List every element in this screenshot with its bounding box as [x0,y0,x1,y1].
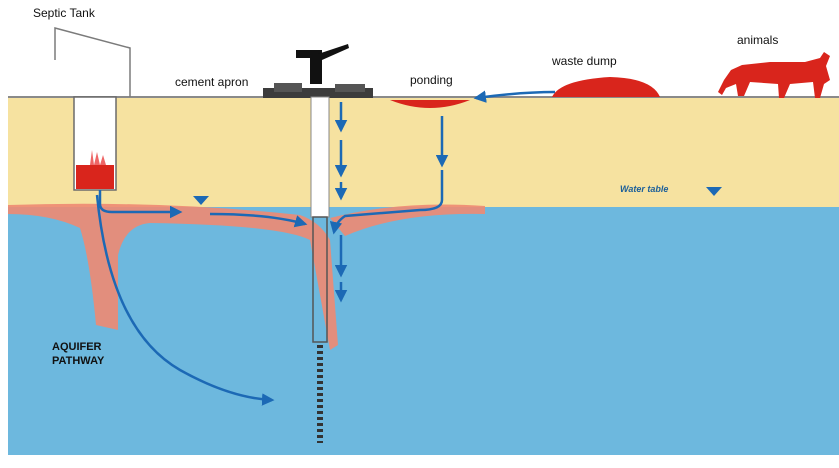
aquifer-layer [8,207,839,455]
animals-label: animals [737,33,779,47]
aquifer-pathway-label-line1: AQUIFER [52,341,102,353]
cement-apron-label: cement apron [175,75,249,89]
cow-icon [718,52,830,98]
waste-dump-label: waste dump [552,54,617,68]
water-table-marker-icon [193,196,209,205]
contamination-plume [8,203,338,350]
hand-pump-icon [263,44,373,443]
waste-dump-mound [552,77,660,97]
aquifer-pathway-label-line2: PATHWAY [52,355,105,367]
septic-tank-label: Septic Tank [33,6,95,20]
ponding-label: ponding [410,73,453,87]
soil-layer [8,97,839,207]
flow-arrows [95,90,556,406]
water-table-label: Water table [620,184,669,194]
contamination-plume-right [330,204,485,236]
septic-tank [54,27,131,191]
ponding-pool [390,100,470,108]
water-table-marker-icon-right [706,187,722,196]
